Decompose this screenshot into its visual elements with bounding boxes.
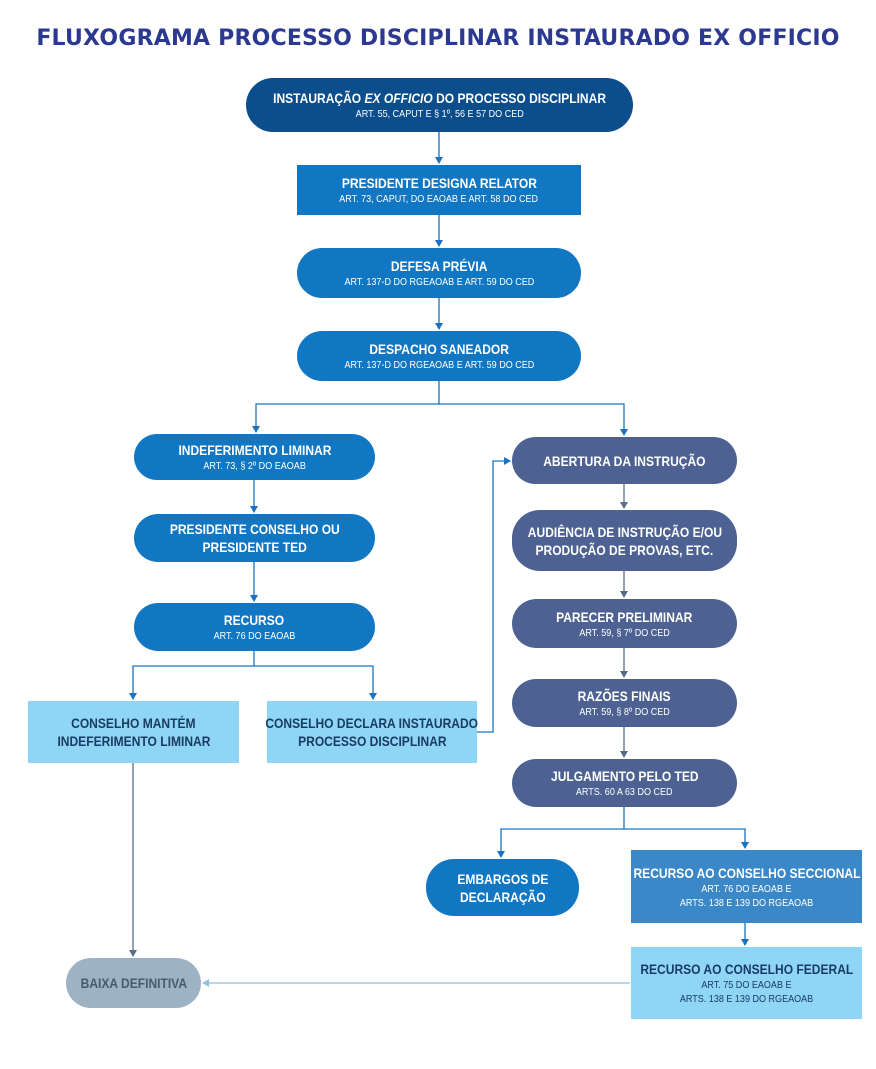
edge-julgamento-seccional	[624, 828, 749, 849]
node-instauracao: INSTAURAÇÃO EX OFFICIO DO PROCESSO DISCI…	[246, 78, 633, 132]
instauracao-title-pre: INSTAURAÇÃO	[273, 90, 365, 106]
parecer-preliminar-sub: ART. 59, § 7º DO CED	[579, 626, 670, 639]
conselho-mantem-line1: CONSELHO MANTÉM	[71, 715, 196, 731]
recurso-seccional-title: RECURSO AO CONSELHO SECCIONAL	[633, 864, 861, 881]
node-designa-relator: PRESIDENTE DESIGNA RELATOR ART. 73, CAPU…	[297, 165, 581, 215]
despacho-saneador-sub: ART. 137-D DO RGEAOAB E ART. 59 DO CED	[344, 359, 534, 371]
page-title: FLUXOGRAMA PROCESSO DISCIPLINAR INSTAURA…	[36, 26, 840, 51]
node-abertura-instrucao: ABERTURA DA INSTRUÇÃO	[512, 437, 737, 484]
edge-recurso-split	[129, 651, 255, 700]
edge-despacho-split	[252, 381, 440, 433]
recurso-federal-sub2: ARTS. 138 E 139 DO RGEAOAB	[679, 993, 814, 1005]
audiencia-line2: PRODUÇÃO DE PROVAS, ETC.	[535, 541, 714, 558]
node-conselho-mantem: CONSELHO MANTÉM INDEFERIMENTO LIMINAR	[28, 701, 239, 763]
recurso-seccional-sub2: ARTS. 138 E 139 DO RGEAOAB	[679, 896, 814, 909]
julgamento-title: JULGAMENTO PELO TED	[550, 768, 699, 784]
recurso-seccional-sub1: ART. 76 DO EAOAB E	[701, 882, 792, 895]
conselho-declara-line1: CONSELHO DECLARA INSTAURADO	[265, 715, 479, 731]
node-despacho-saneador: DESPACHO SANEADOR ART. 137-D DO RGEAOAB …	[297, 331, 581, 381]
node-conselho-declara: CONSELHO DECLARA INSTAURADO PROCESSO DIS…	[265, 701, 479, 763]
recurso-sub: ART. 76 DO EAOAB	[213, 630, 296, 642]
instauracao-sub: ART. 55, CAPUT E § 1º, 56 E 57 DO CED	[355, 108, 524, 120]
baixa-definitiva-title: BAIXA DEFINITIVA	[80, 975, 187, 991]
edge-recurso-declara	[254, 665, 377, 700]
node-baixa-definitiva: BAIXA DEFINITIVA	[66, 958, 201, 1008]
recurso-title: RECURSO	[224, 612, 285, 628]
recurso-federal-title: RECURSO AO CONSELHO FEDERAL	[640, 961, 853, 977]
embargos-line1: EMBARGOS DE	[456, 870, 548, 887]
node-defesa-previa: DEFESA PRÉVIA ART. 137-D DO RGEAOAB E AR…	[297, 248, 581, 298]
indeferimento-liminar-sub: ART. 73, § 2º DO EAOAB	[203, 460, 306, 472]
defesa-previa-sub: ART. 137-D DO RGEAOAB E ART. 59 DO CED	[344, 276, 534, 288]
designa-relator-title: PRESIDENTE DESIGNA RELATOR	[341, 175, 537, 191]
node-presidente-conselho: PRESIDENTE CONSELHO OU PRESIDENTE TED	[134, 514, 375, 562]
node-razoes-finais: RAZÕES FINAIS ART. 59, § 8º DO CED	[512, 679, 737, 727]
despacho-saneador-title: DESPACHO SANEADOR	[369, 341, 509, 357]
node-indeferimento-liminar: INDEFERIMENTO LIMINAR ART. 73, § 2º DO E…	[134, 434, 375, 480]
parecer-preliminar-title: PARECER PRELIMINAR	[556, 608, 693, 625]
node-recurso: RECURSO ART. 76 DO EAOAB	[134, 603, 375, 651]
presidente-conselho-line2: PRESIDENTE TED	[202, 539, 307, 555]
audiencia-line1: AUDIÊNCIA DE INSTRUÇÃO E/OU	[527, 523, 722, 540]
recurso-federal-sub1: ART. 75 DO EAOAB E	[701, 979, 792, 991]
instauracao-title-em: EX OFFICIO	[364, 90, 433, 106]
razoes-finais-title: RAZÕES FINAIS	[578, 688, 671, 704]
node-julgamento: JULGAMENTO PELO TED ARTS. 60 A 63 DO CED	[512, 759, 737, 807]
conselho-mantem-line2: INDEFERIMENTO LIMINAR	[57, 733, 210, 749]
conselho-declara-line2: PROCESSO DISCIPLINAR	[297, 733, 447, 749]
razoes-finais-sub: ART. 59, § 8º DO CED	[579, 706, 670, 718]
presidente-conselho-line1: PRESIDENTE CONSELHO OU	[169, 521, 340, 537]
node-embargos: EMBARGOS DE DECLARAÇÃO	[426, 859, 579, 916]
edge-declara-abertura	[477, 457, 511, 733]
julgamento-sub: ARTS. 60 A 63 DO CED	[576, 786, 673, 798]
abertura-instrucao-title: ABERTURA DA INSTRUÇÃO	[543, 452, 706, 469]
defesa-previa-title: DEFESA PRÉVIA	[390, 258, 488, 274]
embargos-line2: DECLARAÇÃO	[459, 888, 546, 905]
indeferimento-liminar-title: INDEFERIMENTO LIMINAR	[178, 442, 331, 458]
instauracao-title-post: DO PROCESSO DISCIPLINAR	[432, 90, 606, 106]
node-parecer-preliminar: PARECER PRELIMINAR ART. 59, § 7º DO CED	[512, 599, 737, 648]
designa-relator-sub: ART. 73, CAPUT, DO EAOAB E ART. 58 DO CE…	[339, 193, 539, 205]
edge-julgamento-split	[497, 807, 625, 858]
node-recurso-seccional: RECURSO AO CONSELHO SECCIONAL ART. 76 DO…	[631, 850, 862, 923]
edge-despacho-abertura	[439, 403, 628, 436]
node-audiencia: AUDIÊNCIA DE INSTRUÇÃO E/OU PRODUÇÃO DE …	[512, 510, 737, 571]
node-recurso-federal: RECURSO AO CONSELHO FEDERAL ART. 75 DO E…	[631, 947, 862, 1019]
